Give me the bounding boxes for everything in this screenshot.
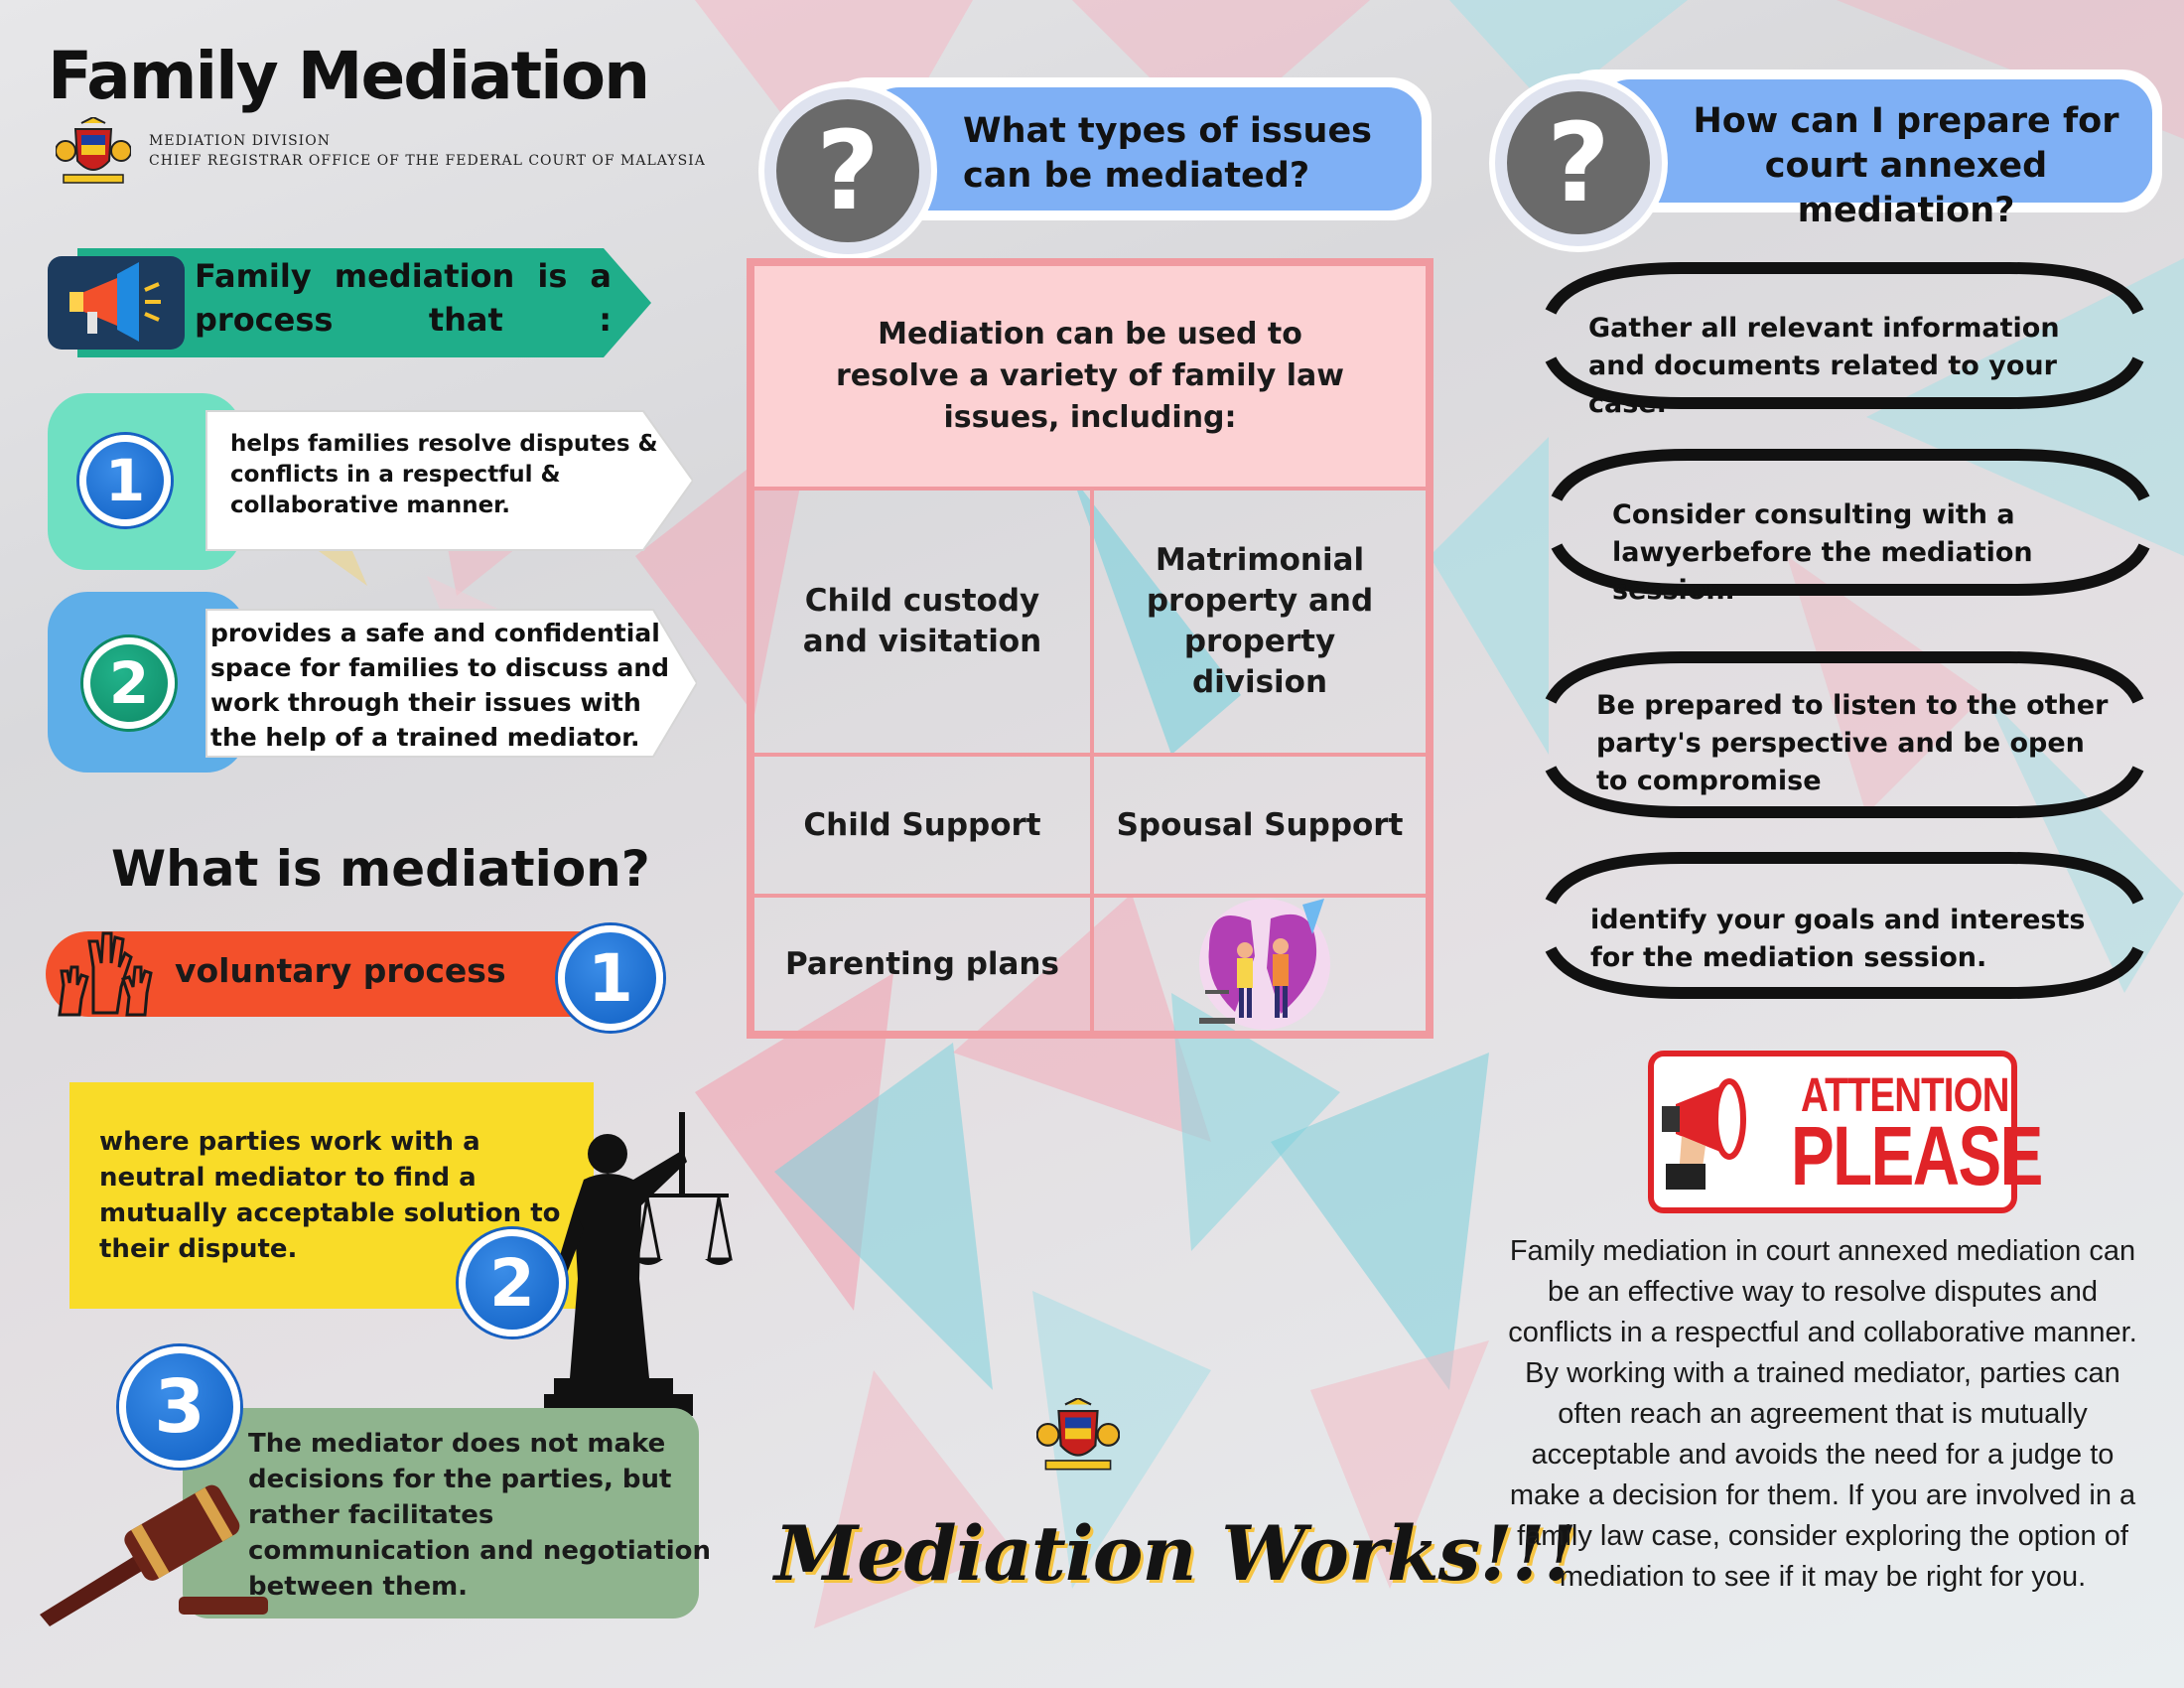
prepare-question-text: How can I prepare for court annexed medi…	[1693, 101, 2119, 230]
megaphone-icon	[1662, 1078, 1746, 1190]
process-banner-text: Family mediation is a process that :	[195, 257, 612, 339]
page-title: Family Mediation	[48, 38, 650, 114]
org-line-1: MEDIATION DIVISION	[149, 133, 331, 149]
prepare-question-header	[1557, 70, 2162, 212]
gavel-icon	[40, 1484, 268, 1626]
issues-table-header: Mediation can be used to resolve a varie…	[751, 263, 1429, 490]
tip-3-frame	[1545, 651, 2144, 818]
slogan: Mediation Works!!!	[774, 1509, 1577, 1598]
issue-matrimonial-property: Matrimonial property and property divisi…	[1091, 488, 1429, 756]
lady-justice-icon	[544, 1112, 733, 1416]
step-3-box	[183, 1408, 699, 1618]
step-2-badge: 2	[459, 1229, 566, 1336]
step-1-badge: 1	[558, 925, 663, 1031]
step-3-badge: 3	[119, 1346, 240, 1468]
step-3-text: The mediator does not make decisions for…	[248, 1429, 712, 1602]
issues-question-header	[826, 77, 1432, 220]
crest-icon	[1036, 1398, 1120, 1471]
issues-table: Mediation can be used to resolve a varie…	[747, 258, 1433, 1039]
point-1-badge: 1	[79, 435, 171, 526]
issue-parenting-plans: Parenting plans	[751, 895, 1093, 1034]
point-1-text: helps families resolve disputes & confli…	[230, 431, 658, 518]
megaphone-icon	[69, 262, 161, 342]
issue-spousal-support: Spousal Support	[1091, 754, 1429, 897]
tip-2-text: Consider consulting with a lawyerbefore …	[1612, 499, 2033, 606]
couple-illustration-cell	[1091, 895, 1429, 1034]
step-2-text: where parties work with a neutral mediat…	[99, 1127, 561, 1264]
question-icon: ?	[1495, 79, 1662, 246]
attention-text: ATTENTION	[1801, 1069, 2009, 1122]
issues-question-text: What types of issues can be mediated?	[963, 111, 1373, 196]
tip-1-text: Gather all relevant information and docu…	[1588, 313, 2060, 419]
please-text: PLEASE	[1791, 1109, 2043, 1202]
org-name: MEDIATION DIVISION CHIEF REGISTRAR OFFIC…	[149, 131, 706, 171]
tip-3-text: Be prepared to listen to the other party…	[1596, 690, 2109, 796]
summary-paragraph: Family mediation in court annexed mediat…	[1508, 1235, 2137, 1593]
tip-4-text: identify your goals and interests for th…	[1590, 905, 2086, 973]
tip-1-frame	[1545, 262, 2144, 409]
what-is-mediation-heading: What is mediation?	[111, 840, 650, 898]
tip-4-frame	[1545, 852, 2144, 999]
voluntary-process-label: voluntary process	[175, 951, 506, 990]
process-banner	[48, 248, 651, 357]
point-2-text: provides a safe and confidential space f…	[210, 619, 670, 752]
couple-illustration	[1199, 899, 1330, 1030]
issue-child-custody: Child custody and visitation	[751, 488, 1093, 756]
crest-icon	[56, 117, 131, 184]
org-line-2: CHIEF REGISTRAR OFFICE OF THE FEDERAL CO…	[149, 153, 706, 169]
point-2-badge: 2	[83, 637, 175, 729]
tip-2-frame	[1551, 449, 2150, 596]
hands-icon	[58, 931, 153, 1017]
question-icon: ?	[764, 87, 931, 254]
issue-child-support: Child Support	[751, 754, 1093, 897]
